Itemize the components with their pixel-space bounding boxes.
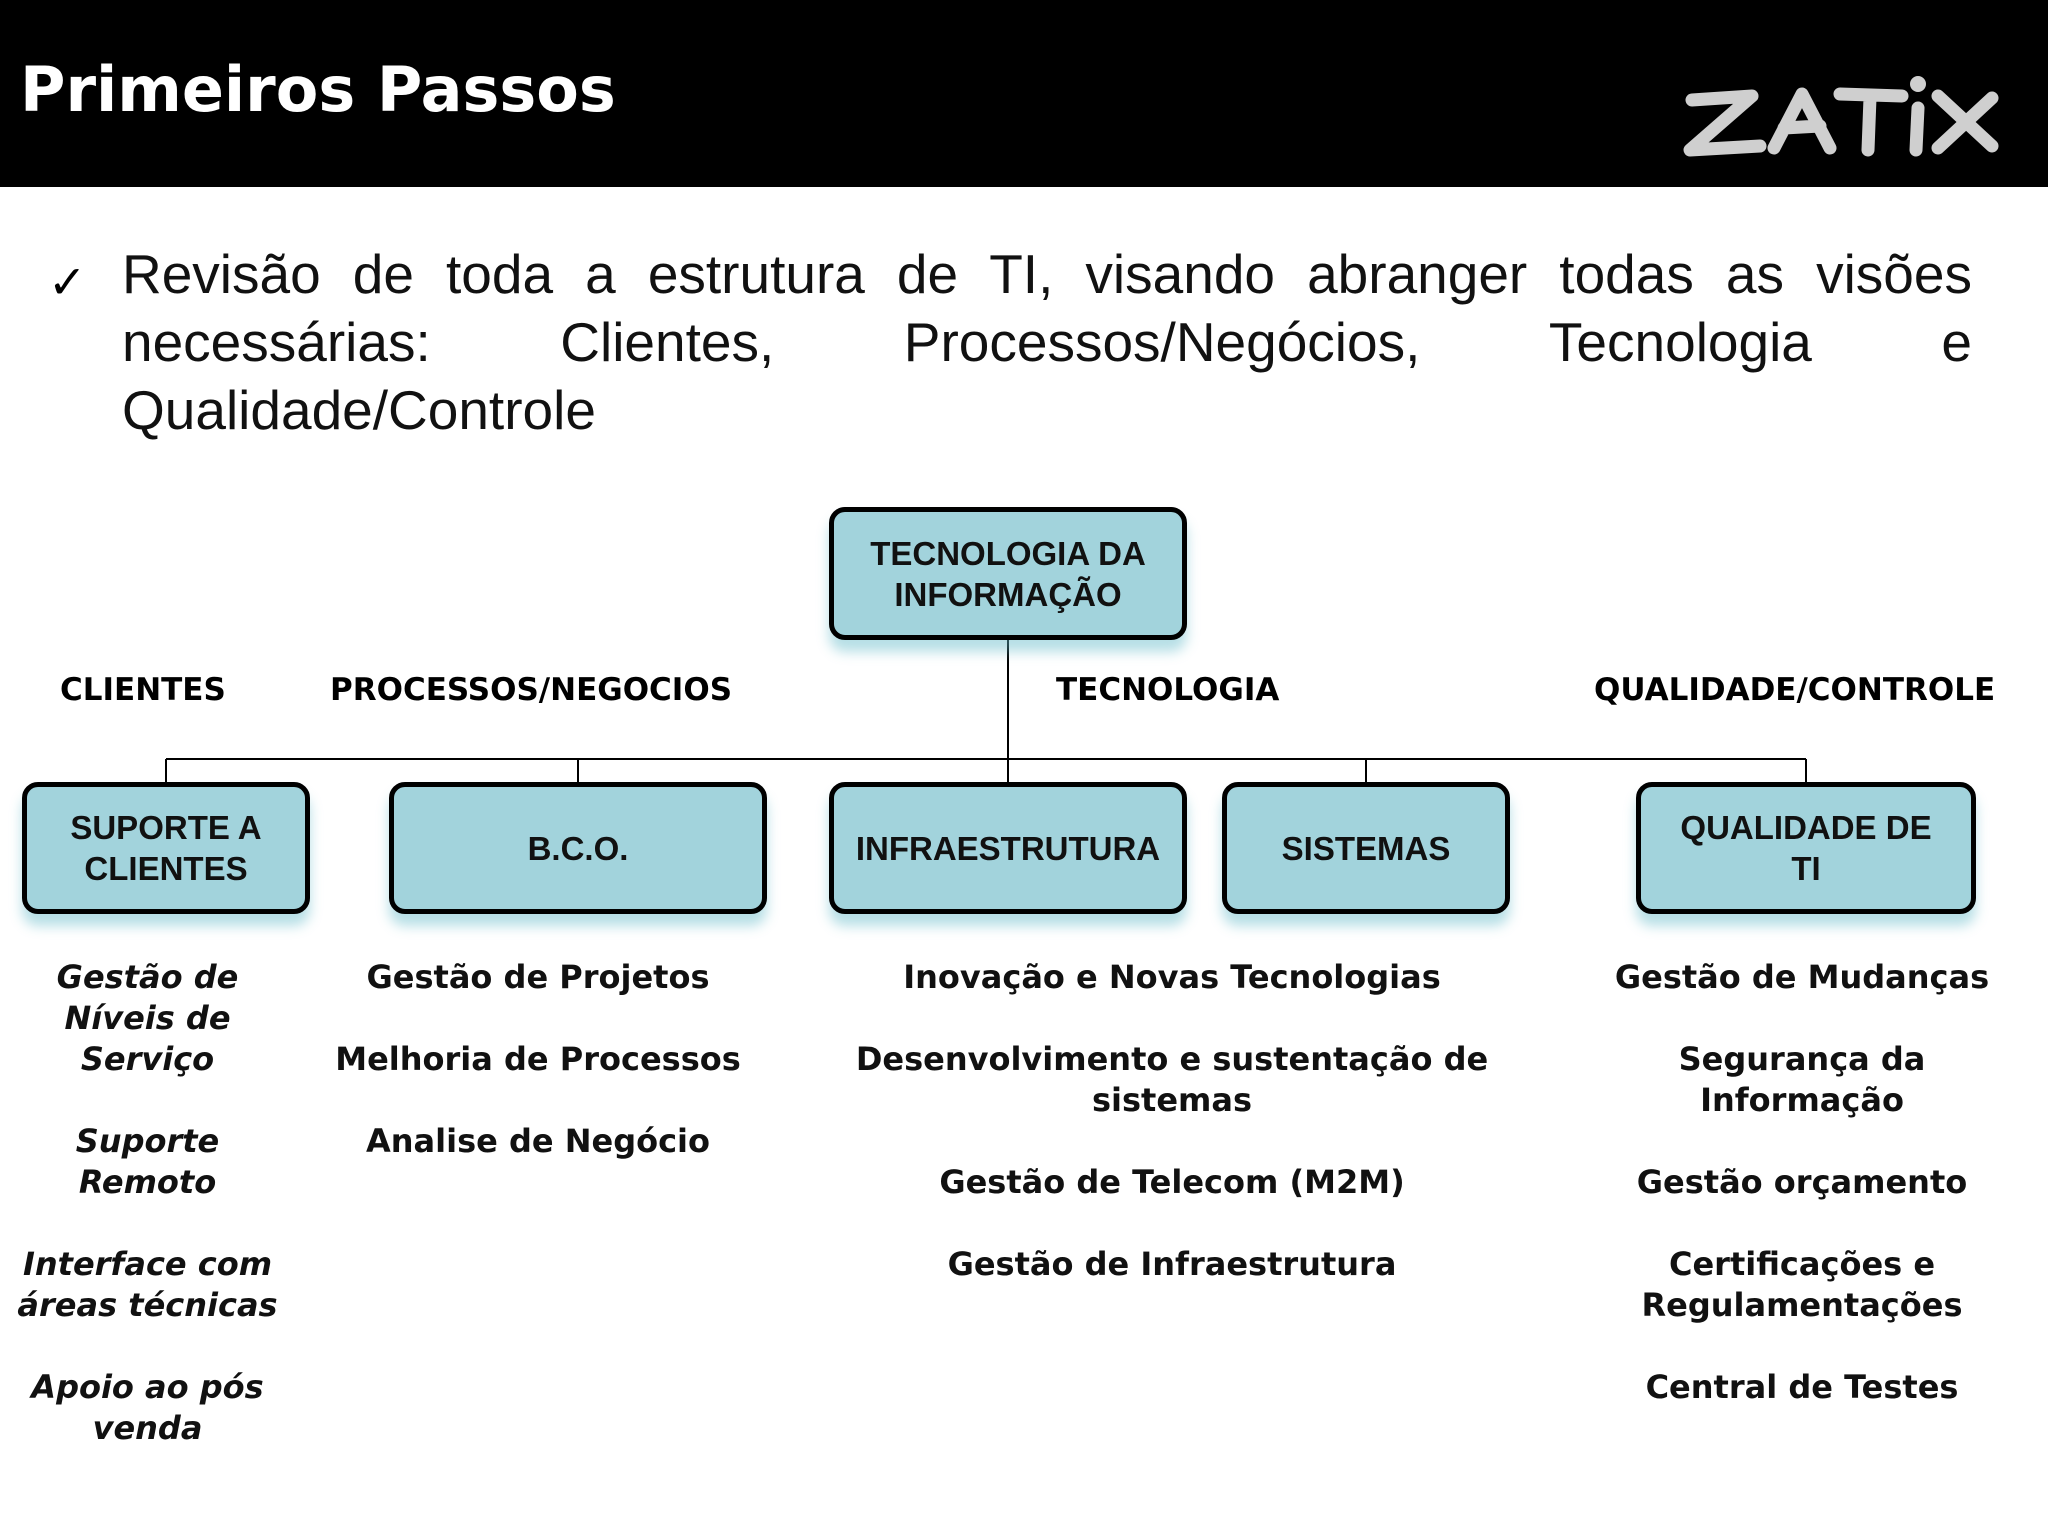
list-clientes: Gestão de Níveis de Serviço Suporte Remo… <box>10 957 285 1449</box>
list-item: Certificações e Regulamentações <box>1641 1245 1963 1324</box>
zatix-logo <box>1680 66 2020 171</box>
category-tecnologia: TECNOLOGIA <box>1056 672 1280 708</box>
category-clientes: CLIENTES <box>60 672 226 708</box>
box-infraestrutura: INFRAESTRUTURA <box>829 782 1187 914</box>
list-item: Segurança da Informação <box>1678 1040 1926 1119</box>
category-processos: PROCESSOS/NEGOCIOS <box>330 672 733 708</box>
list-item: Desenvolvimento e sustentação de sistema… <box>855 1040 1489 1119</box>
list-item: Gestão de Infraestrutura <box>947 1245 1397 1283</box>
box-suporte-clientes: SUPORTE A CLIENTES <box>22 782 310 914</box>
list-tecnologia: Inovação e Novas Tecnologias Desenvolvim… <box>852 957 1492 1285</box>
list-item: Gestão de Níveis de Serviço <box>56 958 239 1078</box>
intro-text: Revisão de toda a estrutura de TI, visan… <box>122 243 1972 441</box>
list-item: Interface com áreas técnicas <box>17 1245 278 1324</box>
list-qualidade: Gestão de Mudanças Segurança da Informaç… <box>1612 957 1992 1408</box>
list-processos: Gestão de Projetos Melhoria de Processos… <box>318 957 758 1162</box>
box-sistemas: SISTEMAS <box>1222 782 1510 914</box>
list-item: Gestão de Mudanças <box>1614 958 1990 996</box>
root-box-ti: TECNOLOGIA DA INFORMAÇÃO <box>829 507 1187 640</box>
checkmark-icon: ✓ <box>48 255 87 309</box>
box-bco: B.C.O. <box>389 782 767 914</box>
box-qualidade-ti: QUALIDADE DE TI <box>1636 782 1976 914</box>
list-item: Gestão de Telecom (M2M) <box>939 1163 1405 1201</box>
list-item: Melhoria de Processos <box>335 1040 741 1078</box>
header-bar: Primeiros Passos <box>0 0 2048 187</box>
list-item: Gestão de Projetos <box>366 958 710 996</box>
list-item: Suporte Remoto <box>75 1122 220 1201</box>
list-item: Central de Testes <box>1645 1368 1959 1406</box>
list-item: Inovação e Novas Tecnologias <box>903 958 1441 996</box>
list-item: Apoio ao pós venda <box>31 1368 264 1447</box>
list-item: Gestão orçamento <box>1636 1163 1968 1201</box>
list-item: Analise de Negócio <box>365 1122 710 1160</box>
page-title: Primeiros Passos <box>20 53 616 126</box>
category-qualidade: QUALIDADE/CONTROLE <box>1594 672 1996 708</box>
